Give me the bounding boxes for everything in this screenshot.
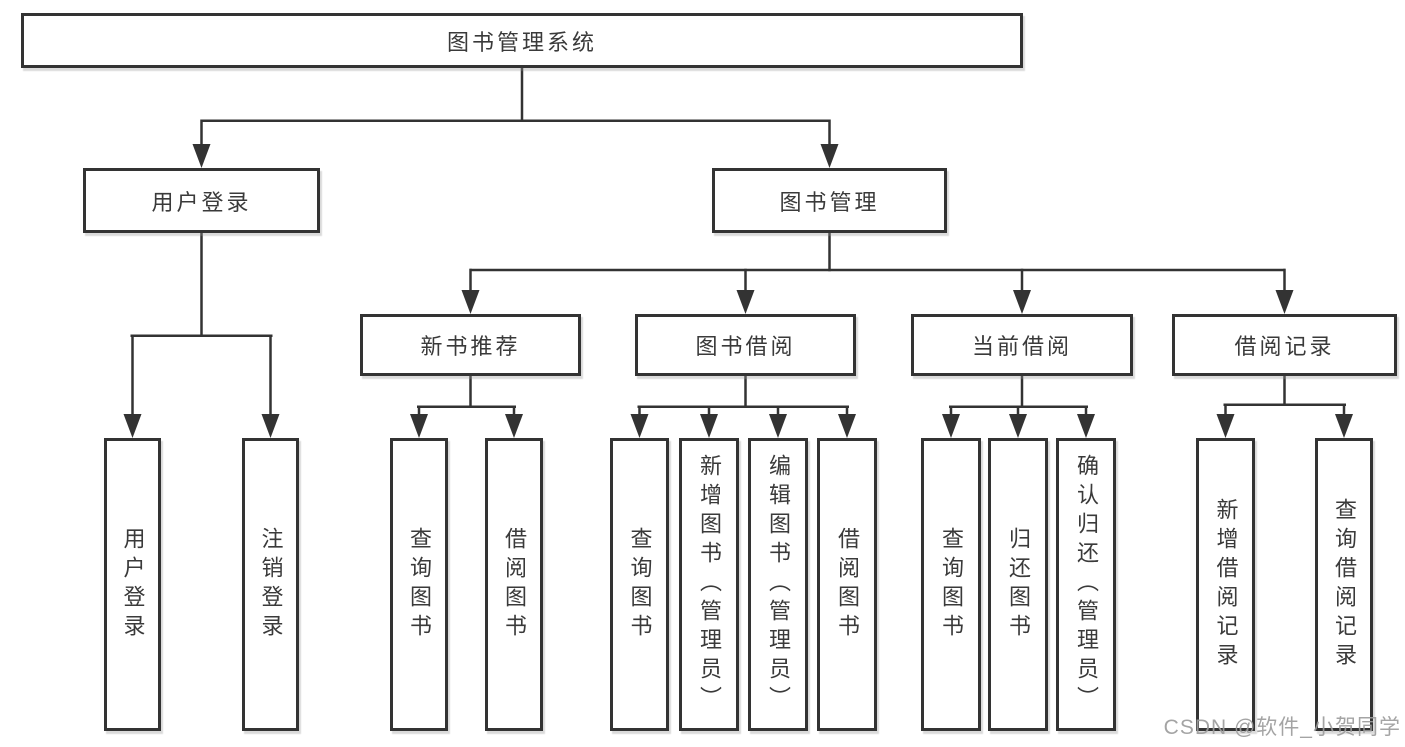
csdn-watermark: CSDN @软件_小贺同学 — [1163, 716, 1401, 739]
node-label: 用户登录 — [151, 189, 252, 215]
node-label: 查询图书 — [627, 526, 653, 643]
node-label: 确认归还（管理员） — [1074, 454, 1099, 715]
leaf-user-login: 用户登录 — [104, 438, 161, 731]
node-book-borrowing: 图书借阅 — [635, 314, 856, 376]
leaf-query-books-recommend: 查询图书 — [390, 438, 448, 731]
node-label: 新书推荐 — [420, 334, 521, 359]
node-user-login: 用户登录 — [83, 168, 320, 233]
node-library-management-system: 图书管理系统 — [21, 13, 1023, 68]
node-label: 借阅记录 — [1234, 334, 1335, 359]
node-current-borrowing: 当前借阅 — [911, 314, 1133, 376]
leaf-query-books-current: 查询图书 — [921, 438, 981, 731]
leaf-add-borrow-record: 新增借阅记录 — [1196, 438, 1255, 731]
node-label: 新增图书（管理员） — [697, 454, 722, 715]
node-label: 借阅图书 — [502, 526, 527, 643]
node-label: 图书借阅 — [695, 334, 796, 359]
arrowheads — [123, 144, 1353, 438]
leaf-borrow-books-recommend: 借阅图书 — [485, 438, 543, 731]
node-label: 编辑图书（管理员） — [766, 454, 791, 715]
leaf-query-books-borrowing: 查询图书 — [610, 438, 669, 731]
node-label: 归还图书 — [1006, 526, 1031, 643]
node-label: 用户登录 — [120, 526, 146, 643]
node-label: 查询借阅记录 — [1332, 497, 1357, 672]
leaf-confirm-return-admin: 确认归还（管理员） — [1056, 438, 1116, 731]
node-label: 图书管理系统 — [446, 29, 597, 55]
node-label: 图书管理 — [779, 189, 880, 215]
leaf-edit-book-admin: 编辑图书（管理员） — [748, 438, 808, 731]
node-label: 注销登录 — [258, 526, 284, 643]
node-label: 借阅图书 — [835, 526, 860, 643]
node-borrowing-records: 借阅记录 — [1172, 314, 1397, 376]
leaf-add-book-admin: 新增图书（管理员） — [679, 438, 739, 731]
node-book-management: 图书管理 — [712, 168, 947, 233]
node-label: 新增借阅记录 — [1213, 497, 1239, 672]
leaf-logout: 注销登录 — [242, 438, 299, 731]
node-new-book-recommend: 新书推荐 — [360, 314, 581, 376]
node-label: 当前借阅 — [971, 334, 1072, 359]
leaf-return-books: 归还图书 — [988, 438, 1048, 731]
node-label: 查询图书 — [407, 526, 432, 643]
node-label: 查询图书 — [939, 526, 964, 643]
leaf-borrow-books: 借阅图书 — [817, 438, 877, 731]
leaf-query-borrow-record: 查询借阅记录 — [1315, 438, 1373, 731]
